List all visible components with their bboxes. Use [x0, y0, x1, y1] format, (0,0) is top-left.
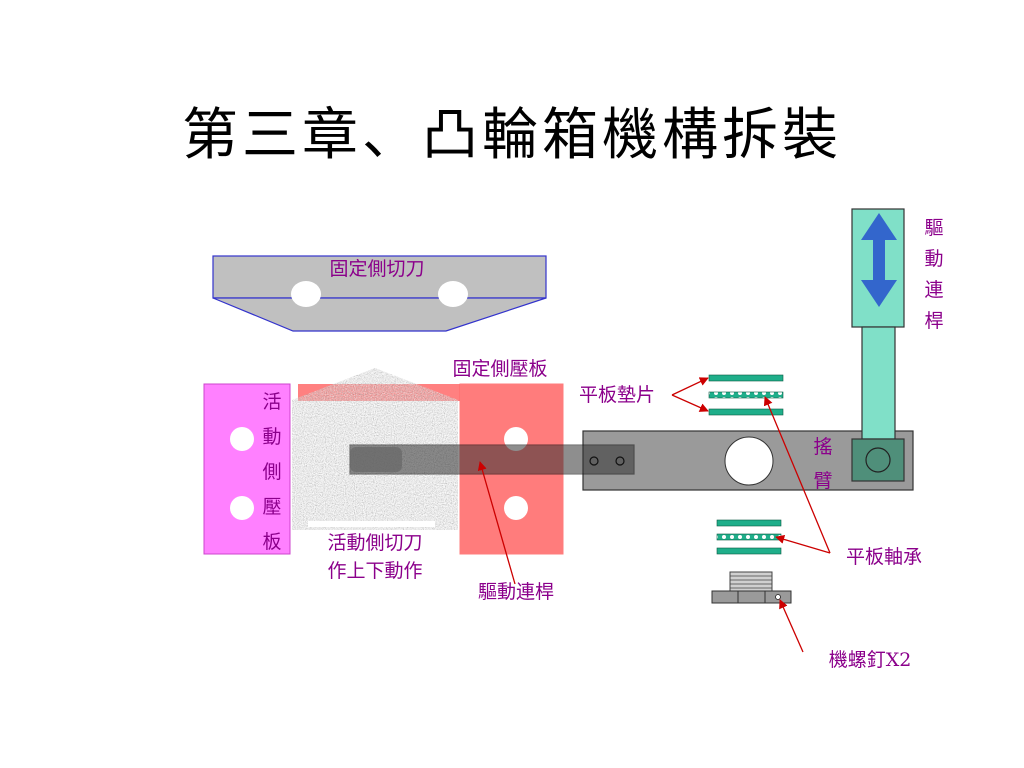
- drive-rod-horizontal: [349, 444, 635, 475]
- label-movable-press-plate-char: 側: [262, 461, 281, 483]
- up-down-arrow-icon: [861, 213, 897, 307]
- label-movable-press-plate-char: 壓: [262, 496, 281, 518]
- drive-rod-vertical: [851, 208, 905, 482]
- label-drive-rod-right-char: 桿: [924, 310, 943, 332]
- press-plate-hole-top: [230, 427, 254, 451]
- leader-shim-bottom: [671, 394, 709, 412]
- label-movable-press-plate: 活 動 側 壓 板: [262, 391, 281, 553]
- press-plate-hole-bottom: [230, 496, 254, 520]
- label-rocker-arm: 搖 臂: [813, 436, 832, 492]
- label-movable-cutter-line2: 作上下動作: [327, 560, 422, 582]
- flat-shim: [708, 374, 784, 416]
- cutter-hole-right: [438, 281, 468, 307]
- leader-lines: [477, 377, 831, 653]
- fixed-side-cutter: [212, 255, 547, 332]
- leader-screw: [779, 599, 804, 653]
- leader-bearing: [775, 534, 831, 554]
- label-drive-rod-right-char: 連: [924, 279, 943, 301]
- label-drive-rod-right-char: 動: [924, 248, 943, 270]
- label-flat-bearing: 平板軸承: [846, 546, 922, 568]
- label-fixed-press-plate: 固定側壓板: [452, 358, 547, 380]
- machine-screw-block: [711, 571, 792, 604]
- cutter-hole-left: [291, 281, 321, 307]
- slide-title: 第三章、凸輪箱機構拆裝: [182, 103, 842, 168]
- label-movable-press-plate-char: 活: [262, 391, 281, 413]
- label-machine-screw: 機螺釘X2: [829, 649, 912, 671]
- label-drive-rod-center: 驅動連桿: [478, 581, 554, 603]
- leader-drive-rod: [477, 461, 516, 585]
- movable-side-press-plate: [203, 383, 291, 555]
- label-movable-cutter-line1: 活動側切刀: [327, 532, 422, 554]
- leader-bearing-upper: [763, 396, 831, 554]
- rocker-pivot-hole: [724, 436, 774, 486]
- label-movable-press-plate-char: 板: [262, 531, 281, 553]
- flat-bearing: [716, 519, 782, 555]
- label-fixed-cutter: 固定側切刀: [329, 258, 424, 280]
- label-rocker-arm-char: 臂: [813, 470, 832, 492]
- label-drive-rod-right: 驅 動 連 桿: [924, 217, 943, 332]
- label-movable-press-plate-char: 動: [262, 426, 281, 448]
- fixed-plate-hole-bottom: [504, 496, 528, 520]
- leader-shim-top: [671, 377, 709, 396]
- label-rocker-arm-char: 搖: [813, 436, 832, 458]
- label-flat-shim: 平板墊片: [579, 384, 655, 406]
- label-drive-rod-right-char: 驅: [924, 217, 943, 239]
